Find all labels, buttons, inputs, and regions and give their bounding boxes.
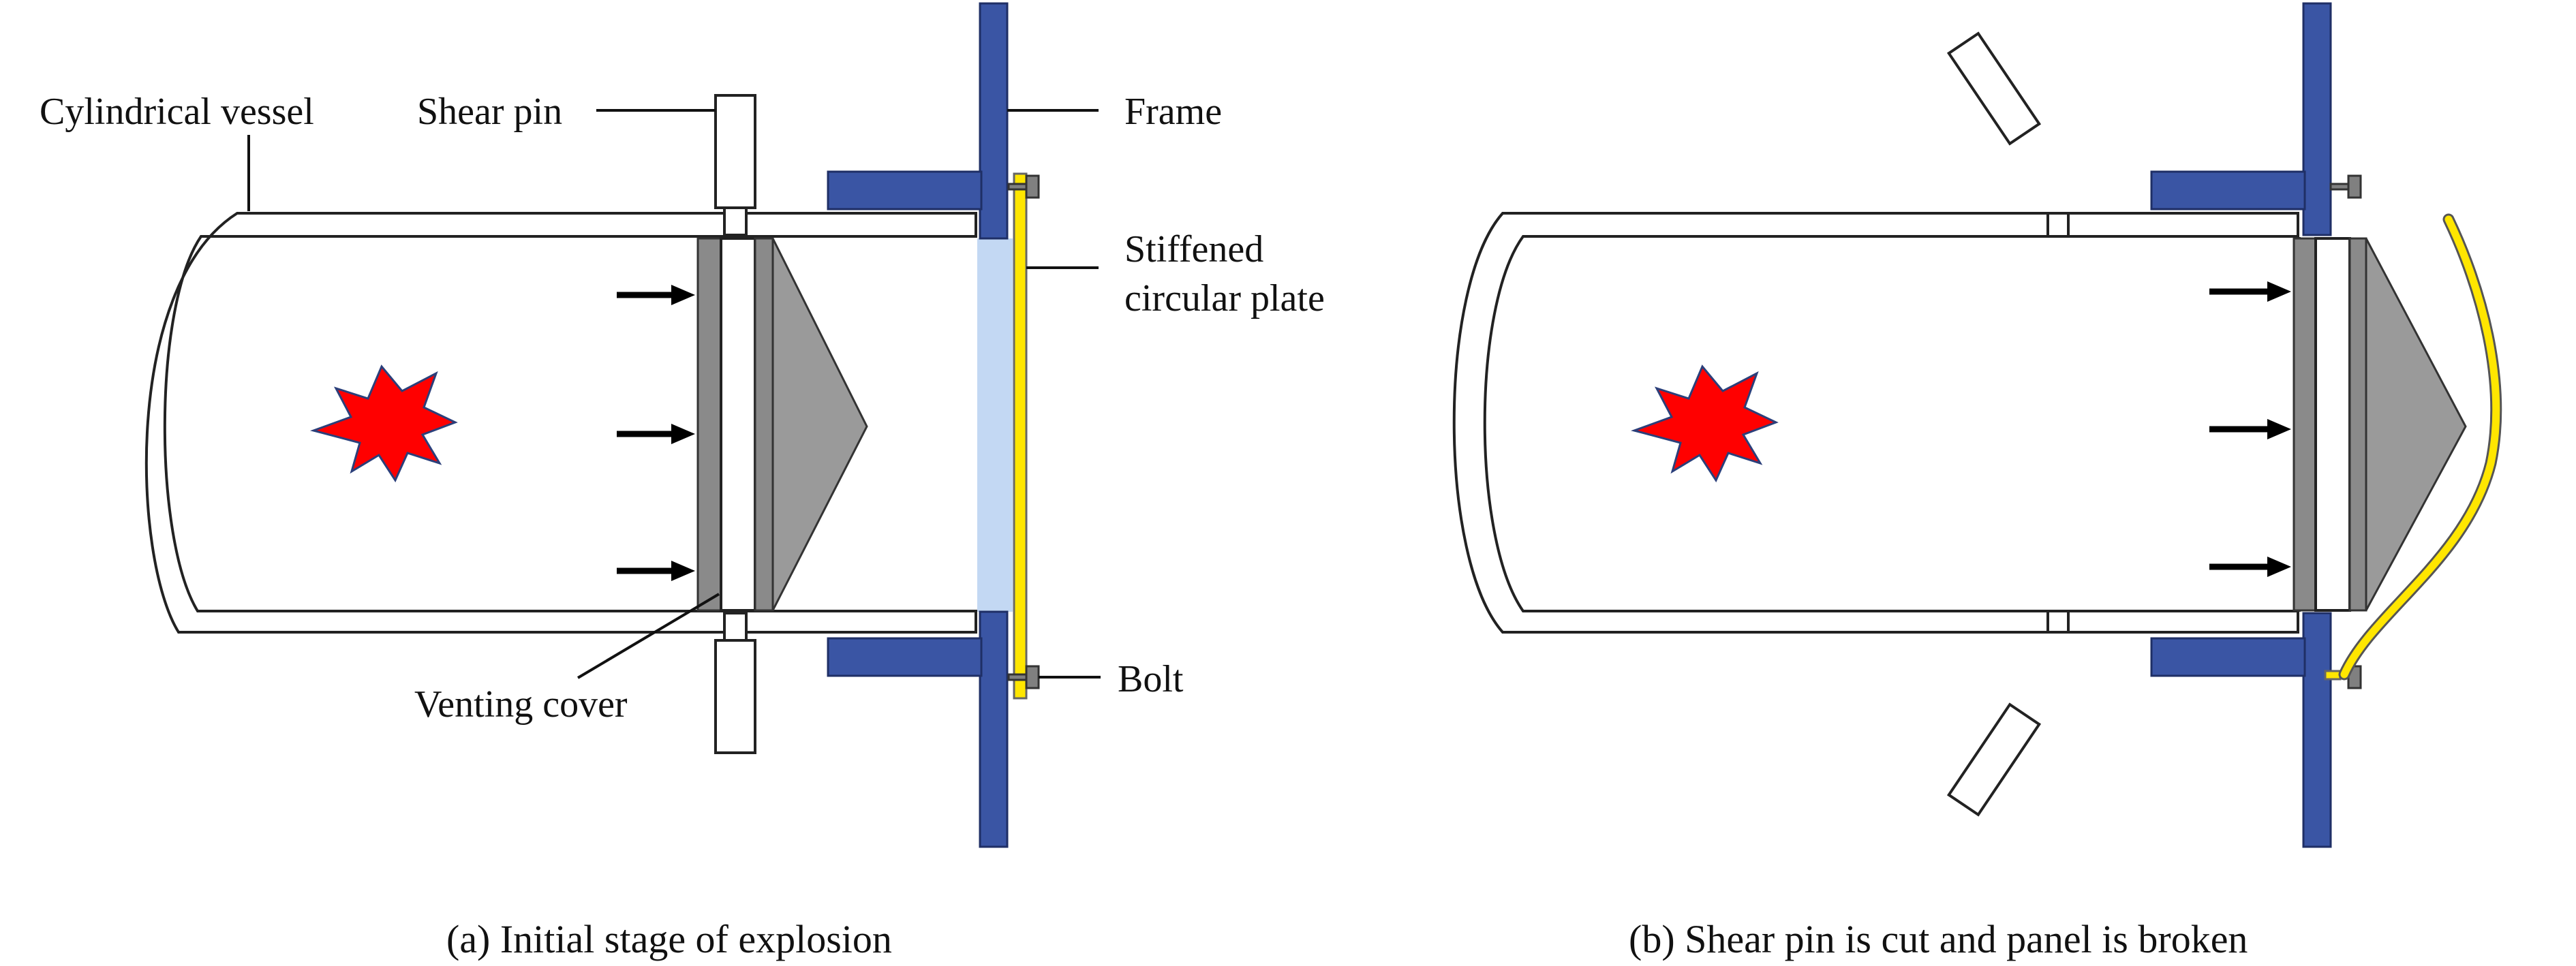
pressure-arrow-1-b — [2209, 281, 2291, 302]
pressure-arrow-2-a — [617, 424, 695, 444]
panel-a: Cylindrical vessel Shear pin Frame Stiff… — [40, 2, 1325, 961]
frame-vertical-lower-b — [2302, 612, 2332, 848]
pressure-arrow-3-b — [2209, 557, 2291, 577]
pressure-arrow-1-a — [617, 285, 695, 305]
stiffened-plate-a — [1013, 172, 1028, 700]
leader-venting-cover — [577, 593, 720, 679]
shear-pin-top-a — [714, 94, 756, 236]
pin-fragment-bottom-b — [1946, 702, 2042, 817]
caption-b: (b) Shear pin is cut and panel is broken — [1629, 917, 2248, 961]
pin-fragment-top-b — [1946, 31, 2042, 146]
label-venting-cover: Venting cover — [414, 683, 628, 726]
venting-cover-a — [696, 237, 868, 612]
pin-stub-bottom-b — [2046, 610, 2070, 634]
venting-cover-b — [2293, 237, 2467, 612]
frame-flange-top-a — [827, 170, 983, 211]
panel-b: (b) Shear pin is cut and panel is broken — [1452, 2, 2502, 961]
explosion-star-b — [1630, 364, 1779, 483]
shear-pin-bottom-a — [714, 612, 756, 754]
label-cylindrical-vessel: Cylindrical vessel — [40, 91, 314, 133]
label-shear-pin: Shear pin — [417, 91, 562, 133]
pin-stub-top-b — [2046, 212, 2070, 238]
pressure-arrow-2-b — [2209, 419, 2291, 439]
frame-flange-bottom-a — [827, 637, 983, 677]
frame-flange-bottom-b — [2150, 637, 2306, 677]
bolt-top-a — [1007, 174, 1040, 199]
vessel-wall-a — [144, 212, 977, 634]
label-frame: Frame — [1124, 91, 1222, 133]
bent-plate-inner-b — [2340, 215, 2500, 679]
label-stiffened-line1: Stiffened — [1124, 228, 1263, 270]
vessel-wall-b — [1452, 212, 2299, 634]
frame-vertical-a — [979, 2, 1009, 240]
frame-vertical-lower-a — [979, 610, 1009, 848]
explosion-star-a — [309, 364, 458, 483]
label-stiffened-line2: circular plate — [1124, 277, 1325, 320]
bolt-bottom-a — [1007, 665, 1040, 689]
frame-flange-top-b — [2150, 170, 2306, 211]
frame-vertical-b — [2302, 2, 2332, 236]
vent-opening-a — [977, 238, 1013, 612]
pressure-arrow-3-a — [617, 561, 695, 581]
label-bolt: Bolt — [1118, 658, 1184, 700]
bolt-top-b — [2329, 174, 2362, 199]
caption-a: (a) Initial stage of explosion — [446, 917, 892, 961]
